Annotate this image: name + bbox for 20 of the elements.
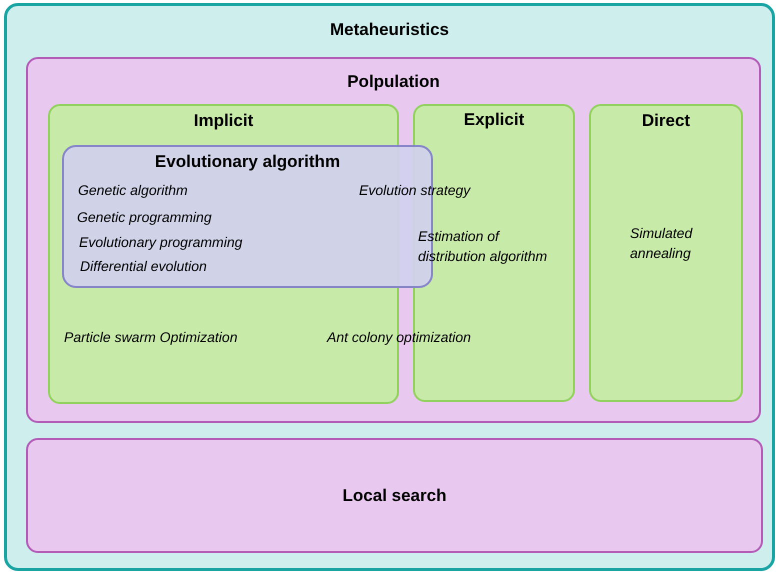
category-box [26,438,763,553]
method-name: Evolutionary programming [79,233,242,252]
category-box [26,57,761,423]
method-name: Estimation of distribution algorithm [418,227,548,266]
method-name: Genetic programming [77,208,212,227]
method-name: Simulated annealing [630,224,694,263]
method-name: Evolution strategy [359,181,470,200]
category-title: Implicit [192,111,254,131]
category-title: Direct [640,111,692,131]
method-name: Genetic algorithm [78,181,188,200]
method-name: Ant colony optimization [327,328,471,347]
category-title: Polpulation [346,72,441,92]
category-title: Local search [342,486,448,506]
method-name: Differential evolution [80,257,207,276]
category-title: Metaheuristics [328,20,450,40]
category-box [4,3,775,571]
category-box [589,104,743,402]
category-title: Evolutionary algorithm [154,152,342,172]
method-name: Particle swarm Optimization [64,328,238,347]
category-title: Explicit [462,110,526,130]
